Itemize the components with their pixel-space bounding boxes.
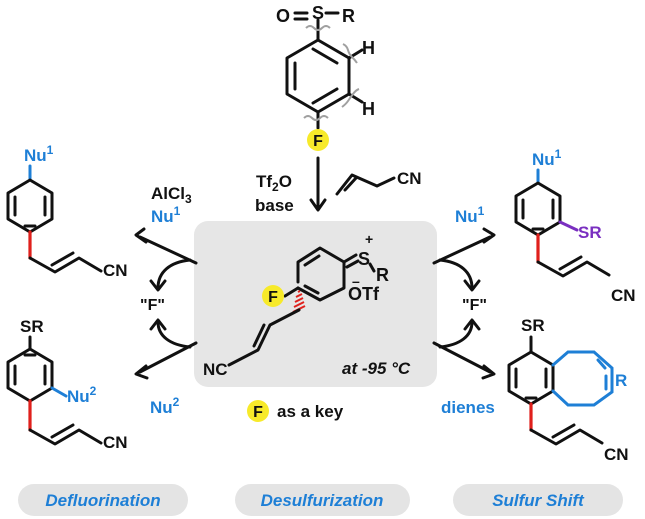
center-otf-minus: – [352,273,360,289]
top-h2-label: H [362,99,375,119]
right-top-cn: CN [611,286,636,305]
condition-base: base [255,196,294,215]
center-temp: at -95 °C [342,359,411,378]
condition-tf2o: Tf2O [256,172,292,194]
left-f-label: "F" [140,297,165,314]
right-reagent-dienes: dienes [441,398,495,417]
footer-pill-center [235,484,410,516]
footer-sulfur-shift: Sulfur Shift [492,491,585,510]
footer-desulfurization: Desulfurization [261,491,384,510]
left-top-product: Nu1 CN [6,143,128,280]
right-bottom-sr: SR [521,316,545,335]
right-reagent-nu1: Nu1 [455,204,485,226]
top-f-label: F [313,133,323,150]
top-s-label: S [312,3,324,23]
footer-pill-left [18,484,188,516]
top-f-highlight [307,129,329,151]
left-reagent-nu2: Nu2 [150,395,180,417]
center-f-label: F [268,289,278,306]
right-bottom-cn: CN [604,445,629,464]
top-r-label: R [342,6,355,26]
left-reagent-alcl3: AlCl3 [151,184,192,206]
left-bottom-arrow [134,318,198,380]
left-bottom-nu: Nu2 [67,384,97,406]
right-bottom-r: R [615,371,627,390]
key-f-highlight [247,400,269,422]
center-nc-label: NC [203,360,228,379]
left-bottom-sr: SR [20,317,44,336]
allyl-cn-label: CN [397,169,422,188]
center-s-label: S [358,249,370,269]
top-sulfoxide-molecule: S O R H H F [276,3,375,151]
top-h1-label: H [362,38,375,58]
key-text: as a key [277,402,344,421]
right-bottom-arrow [432,318,496,380]
right-top-product: Nu1 SR CN [514,147,636,305]
right-top-arrow [432,227,496,292]
center-otf-label: OTf [348,284,380,304]
allyl-cyanide: CN [335,169,422,196]
left-top-cn: CN [103,261,128,280]
left-top-arrow [134,227,198,292]
key-f-label: F [253,404,263,421]
center-f-highlight [262,285,284,307]
left-bottom-product: SR Nu2 CN [6,317,128,452]
down-arrow-head [309,198,327,212]
top-o-label: O [276,6,290,26]
footer-pill-right [453,484,623,516]
center-plus: + [365,231,373,247]
left-top-nu: Nu1 [24,143,54,165]
left-reagent-nu1: Nu1 [151,204,181,226]
left-bottom-cn: CN [103,433,128,452]
footer-defluorination: Defluorination [45,491,160,510]
center-intermediate: F S + R OTf – NC at -95 °C [203,231,411,379]
center-r-label: R [376,265,389,285]
right-bottom-product: SR R CN [507,316,629,464]
right-top-sr: SR [578,223,602,242]
right-f-label: "F" [462,297,487,314]
right-top-nu: Nu1 [532,147,562,169]
